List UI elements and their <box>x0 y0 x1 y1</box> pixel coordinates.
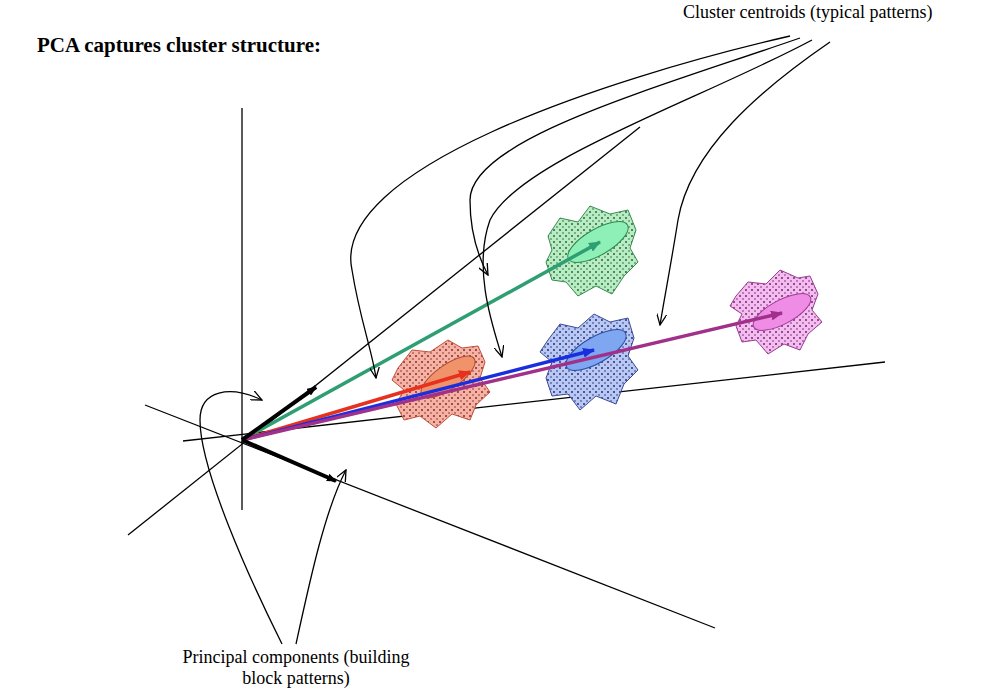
callout-label: Principal components (building block pat… <box>181 647 411 690</box>
callout-label: Cluster centroids (typical patterns) <box>683 2 932 23</box>
diagram-title: PCA captures cluster structure: <box>37 33 321 58</box>
